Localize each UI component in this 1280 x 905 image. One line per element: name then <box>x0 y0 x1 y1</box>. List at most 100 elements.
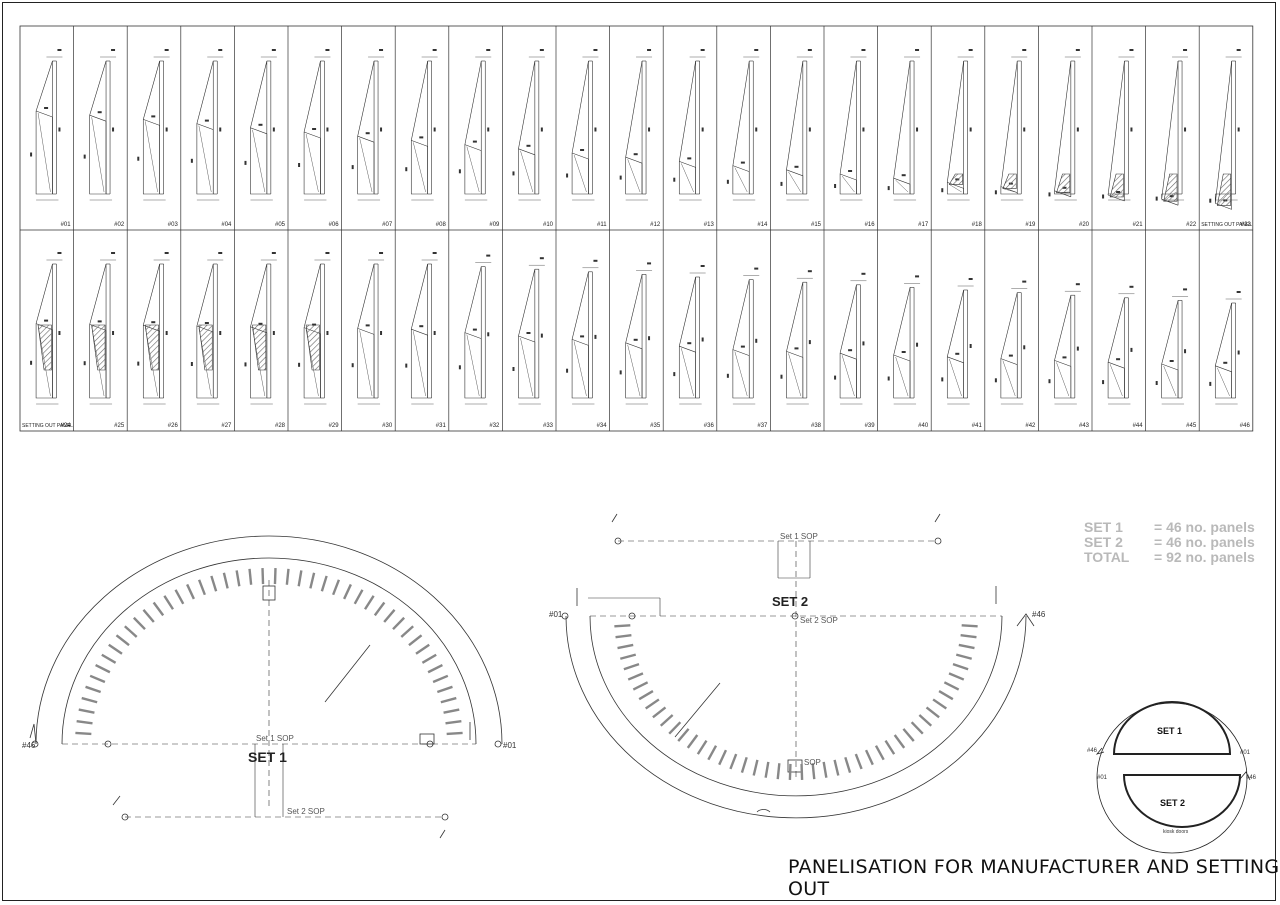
set1-panel-fins <box>75 568 463 736</box>
panel-number: #24 <box>61 423 72 429</box>
panel-schedule: #01#02#03#04#05#06#07#08#09#10#11#12#13#… <box>19 25 1254 432</box>
panel-number: #22 <box>1186 222 1197 228</box>
panel-elevation <box>780 49 813 201</box>
panel-cell: #30 <box>351 252 393 429</box>
panel-fin <box>446 731 463 736</box>
panel-number: #42 <box>1025 423 1036 429</box>
hatched-region <box>305 324 320 371</box>
panel-elevation <box>887 275 921 405</box>
key-plan <box>1095 701 1251 854</box>
legend-value: = 46 no. panels <box>1154 519 1255 535</box>
panel-fin <box>627 672 644 681</box>
panel-number: #34 <box>597 423 608 429</box>
panel-fin <box>261 568 265 585</box>
panel-fin <box>948 672 965 681</box>
panel-fin <box>955 653 973 660</box>
panel-fin <box>443 708 460 714</box>
panel-fin <box>343 583 352 600</box>
panel-fin <box>85 685 102 694</box>
set2-sop-label: Set 1 SOP <box>780 532 818 541</box>
panel-number: #07 <box>382 222 393 228</box>
panel-cell: #12 <box>619 49 661 228</box>
panel-elevation <box>458 254 492 405</box>
panel-fin <box>740 756 748 773</box>
panel-fin <box>115 634 130 647</box>
set2-start-label: #01 <box>549 610 563 619</box>
panel-cell: #20 <box>1048 49 1090 228</box>
panel-fin <box>142 609 155 623</box>
panel-elevation <box>512 49 545 201</box>
set2-plan <box>561 513 1035 819</box>
panel-fin <box>718 749 728 766</box>
panel-number: #26 <box>168 423 179 429</box>
set1-sop2-label: Set 2 SOP <box>287 807 325 816</box>
panel-number: #27 <box>221 423 232 429</box>
panel-fin <box>833 759 840 776</box>
panel-fin <box>938 690 954 701</box>
panel-cell: #29 <box>298 252 339 429</box>
set1-title: SET 1 <box>248 749 287 765</box>
panel-number: #45 <box>1186 423 1197 429</box>
panel-cell: #19 <box>994 49 1036 228</box>
panel-cell: #05 <box>244 49 286 228</box>
set2-outer-arc <box>565 615 1027 819</box>
panel-number: #29 <box>329 423 340 429</box>
panel-number: #01 <box>61 222 72 228</box>
panel-elevation <box>726 267 760 405</box>
panel-fin <box>81 696 98 704</box>
panel-cell: #13 <box>673 49 714 228</box>
panel-elevation <box>190 49 224 201</box>
panel-fin <box>893 734 906 749</box>
panel-fin <box>668 721 682 735</box>
panel-fin <box>186 583 195 600</box>
set1-sop-label: Set 1 SOP <box>256 734 294 743</box>
panel-elevation <box>244 49 277 201</box>
panel-fin <box>309 572 316 589</box>
panel-fin <box>677 728 690 742</box>
panel-number: #08 <box>436 222 447 228</box>
panel-cell: #39 <box>834 272 875 429</box>
panel-number: #04 <box>221 222 232 228</box>
panel-number: #30 <box>382 423 393 429</box>
panel-fin <box>614 624 631 628</box>
panel-number: #38 <box>811 423 822 429</box>
panel-cell: #34 <box>566 259 608 429</box>
panel-cell: #33 <box>512 257 554 429</box>
panel-cell: #46 <box>1209 291 1250 429</box>
panel-number: #06 <box>329 222 340 228</box>
panel-fin <box>89 674 106 684</box>
panel-elevation <box>1048 283 1081 405</box>
hatched-region <box>252 324 267 371</box>
panel-fin <box>392 616 406 631</box>
setting-out-panel-label: SETTING OUT PANEL <box>1201 222 1252 228</box>
panel-cell: #07 <box>351 49 393 228</box>
set2-panel-fins <box>614 624 978 780</box>
panel-elevation <box>458 49 492 201</box>
panel-cell: #22 <box>1155 49 1197 228</box>
legend-value: = 92 no. panels <box>1154 549 1255 565</box>
panel-fin <box>400 625 414 638</box>
panel-cell: #09 <box>458 49 500 228</box>
panel-fin <box>707 745 718 761</box>
panel-number: #28 <box>275 423 286 429</box>
panel-fin <box>776 763 781 780</box>
panel-fin <box>132 616 146 631</box>
panel-cell: #11 <box>566 49 607 228</box>
panel-fin <box>854 753 863 770</box>
panel-number: #17 <box>918 222 929 228</box>
panel-fin <box>961 624 978 628</box>
panel-fin <box>332 579 341 596</box>
panel-fin <box>297 570 303 587</box>
panel-fin <box>686 734 699 749</box>
panel-cell: #17 <box>887 49 929 228</box>
panel-cell: #44 <box>1102 285 1143 429</box>
panel-fin <box>638 690 654 701</box>
set1-start-label: #01 <box>503 741 517 750</box>
legend-key: SET 2 <box>1084 534 1123 550</box>
panel-number: #11 <box>597 222 607 228</box>
panel-fin <box>902 728 915 742</box>
panel-cell: #04 <box>190 49 232 228</box>
panel-fin <box>373 601 386 617</box>
